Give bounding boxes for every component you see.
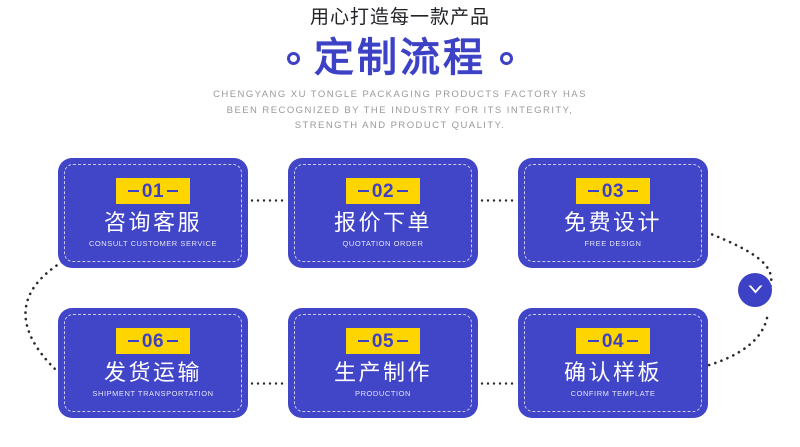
step-card-02[interactable]: 02 报价下单 QUOTATION ORDER bbox=[288, 158, 478, 268]
badge-dash-left-icon bbox=[127, 339, 139, 343]
dotted-line-icon-02-03 bbox=[479, 199, 517, 202]
step-title-en-01: CONSULT CUSTOMER SERVICE bbox=[88, 239, 218, 248]
page-title-row: 定制流程 bbox=[0, 35, 800, 81]
dotted-curve-icon-left bbox=[24, 260, 64, 374]
step-title-cn-03: 免费设计 bbox=[563, 210, 662, 235]
step-card-06[interactable]: 06 发货运输 SHIPMENT TRANSPORTATION bbox=[58, 308, 248, 418]
step-number-badge-03: 03 bbox=[576, 178, 650, 204]
badge-dash-right-icon bbox=[627, 339, 639, 343]
step-title-en-03: FREE DESIGN bbox=[584, 239, 642, 248]
step-title-en-06: SHIPMENT TRANSPORTATION bbox=[92, 389, 214, 398]
dotted-line-icon-05-04 bbox=[479, 382, 517, 385]
badge-dash-right-icon bbox=[627, 189, 639, 193]
step-number-badge-02: 02 bbox=[346, 178, 420, 204]
step-card-03[interactable]: 03 免费设计 FREE DESIGN bbox=[518, 158, 708, 268]
dotted-line-icon-06-05 bbox=[249, 382, 287, 385]
page-title: 定制流程 bbox=[314, 36, 486, 80]
badge-dash-left-icon bbox=[587, 339, 599, 343]
step-card-05-inner: 05 生产制作 PRODUCTION bbox=[294, 314, 472, 412]
step-title-cn-01: 咨询客服 bbox=[103, 210, 202, 235]
badge-dash-left-icon bbox=[357, 189, 369, 193]
step-number-badge-06: 06 bbox=[116, 328, 190, 354]
step-title-en-02: QUOTATION ORDER bbox=[342, 239, 424, 248]
step-card-01[interactable]: 01 咨询客服 CONSULT CUSTOMER SERVICE bbox=[58, 158, 248, 268]
step-number-badge-04: 04 bbox=[576, 328, 650, 354]
step-number-03: 03 bbox=[601, 180, 625, 202]
step-card-06-inner: 06 发货运输 SHIPMENT TRANSPORTATION bbox=[64, 314, 242, 412]
step-card-01-inner: 01 咨询客服 CONSULT CUSTOMER SERVICE bbox=[64, 164, 242, 262]
step-title-en-05: PRODUCTION bbox=[355, 389, 411, 398]
subtitle-line-2: BEEN RECOGNIZED BY THE INDUSTRY FOR ITS … bbox=[226, 104, 574, 116]
step-number-badge-05: 05 bbox=[346, 328, 420, 354]
page-kicker: 用心打造每一款产品 bbox=[309, 7, 490, 28]
step-number-01: 01 bbox=[141, 180, 165, 202]
step-title-cn-05: 生产制作 bbox=[333, 360, 432, 385]
dotted-line-icon-01-02 bbox=[249, 199, 287, 202]
badge-dash-right-icon bbox=[167, 339, 179, 343]
step-title-en-04: CONFIRM TEMPLATE bbox=[570, 389, 656, 398]
step-number-04: 04 bbox=[601, 330, 625, 352]
circle-outline-icon-right bbox=[500, 51, 513, 65]
step-card-05[interactable]: 05 生产制作 PRODUCTION bbox=[288, 308, 478, 418]
badge-dash-left-icon bbox=[587, 189, 599, 193]
page-subtitle: CHENGYANG XU TONGLE PACKAGING PRODUCTS F… bbox=[0, 87, 800, 134]
circle-outline-icon-left bbox=[287, 51, 300, 65]
step-number-02: 02 bbox=[371, 180, 395, 202]
step-card-04[interactable]: 04 确认样板 CONFIRM TEMPLATE bbox=[518, 308, 708, 418]
badge-dash-right-icon bbox=[397, 189, 409, 193]
badge-dash-left-icon bbox=[357, 339, 369, 343]
badge-dash-right-icon bbox=[167, 189, 179, 193]
dotted-curve-icon-right-lower bbox=[704, 316, 769, 368]
badge-dash-right-icon bbox=[397, 339, 409, 343]
step-title-cn-02: 报价下单 bbox=[333, 210, 432, 235]
subtitle-line-3: STRENGTH AND PRODUCT QUALITY. bbox=[294, 120, 506, 131]
step-title-cn-04: 确认样板 bbox=[563, 360, 662, 385]
step-card-02-inner: 02 报价下单 QUOTATION ORDER bbox=[294, 164, 472, 262]
badge-dash-left-icon bbox=[127, 189, 139, 193]
step-number-badge-01: 01 bbox=[116, 178, 190, 204]
step-title-cn-06: 发货运输 bbox=[103, 360, 202, 385]
step-number-05: 05 bbox=[371, 330, 395, 352]
header: 用心打造每一款产品 定制流程 CHENGYANG XU TONGLE PACKA… bbox=[0, 0, 800, 134]
subtitle-line-1: CHENGYANG XU TONGLE PACKAGING PRODUCTS F… bbox=[213, 89, 587, 100]
step-card-04-inner: 04 确认样板 CONFIRM TEMPLATE bbox=[524, 314, 702, 412]
flow-direction-arrow-button[interactable] bbox=[738, 273, 772, 307]
step-number-06: 06 bbox=[141, 330, 165, 352]
chevron-down-icon bbox=[748, 285, 762, 294]
step-card-03-inner: 03 免费设计 FREE DESIGN bbox=[524, 164, 702, 262]
